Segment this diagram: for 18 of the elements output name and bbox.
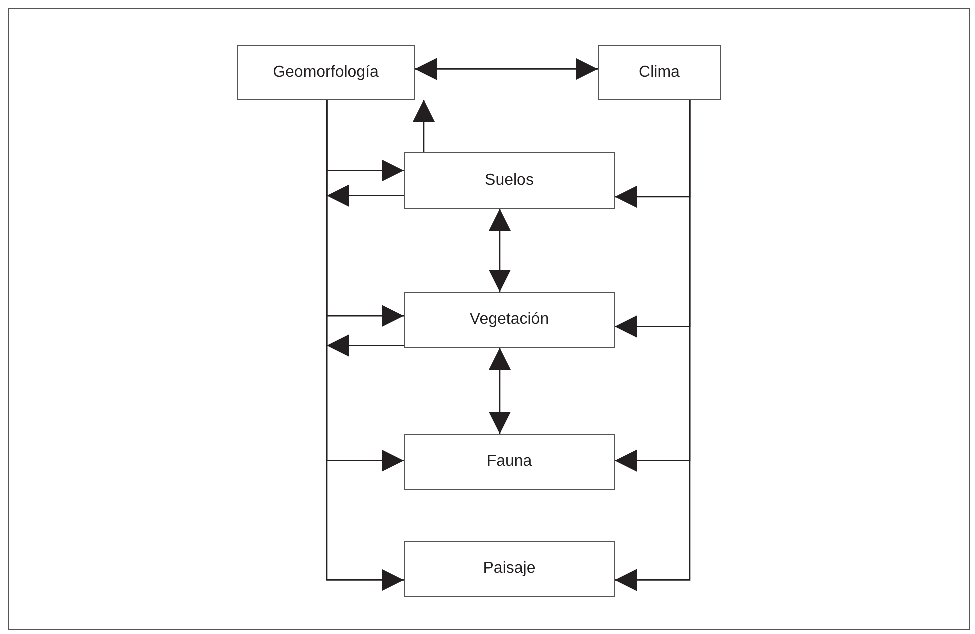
process-box — [237, 45, 415, 100]
arrow — [489, 348, 511, 434]
box-label: Clima — [639, 64, 680, 82]
box-label: Paisaje — [483, 560, 536, 578]
arrow — [413, 100, 435, 152]
arrow — [489, 209, 511, 292]
box-label: Vegetación — [470, 311, 550, 329]
box-label: Geomorfología — [273, 64, 379, 82]
process-box — [404, 292, 615, 348]
process-box — [404, 541, 615, 597]
process-box — [404, 152, 615, 209]
arrow — [326, 100, 404, 592]
process-box — [598, 45, 721, 100]
arrow — [415, 58, 598, 80]
box-label: Suelos — [485, 172, 534, 190]
box-label: Fauna — [486, 453, 532, 471]
process-box — [404, 434, 615, 490]
arrow — [615, 100, 691, 592]
